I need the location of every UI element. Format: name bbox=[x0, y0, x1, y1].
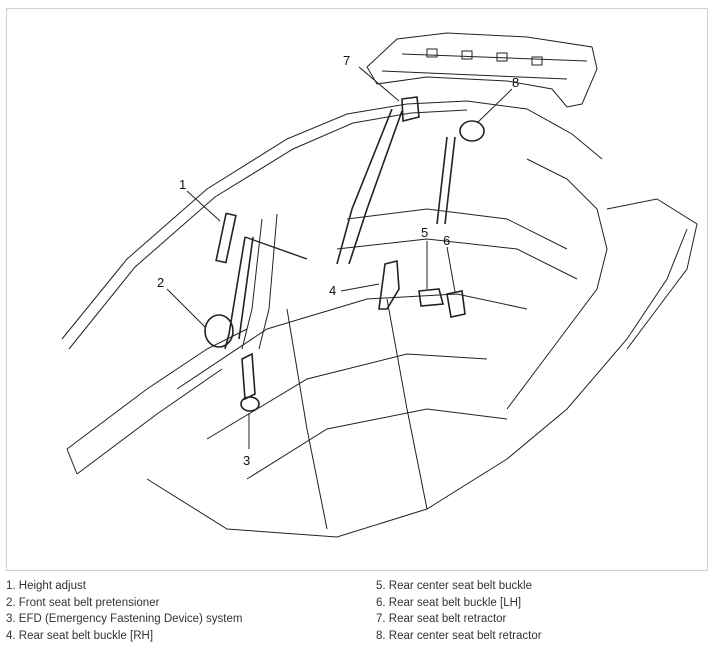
rear-buckle-lh-part bbox=[446, 290, 466, 318]
callout-7: 7 bbox=[343, 53, 350, 68]
vehicle-body-diagram: 1 2 3 4 5 6 7 8 bbox=[61, 32, 698, 538]
legend-item: 6. Rear seat belt buckle [LH] bbox=[376, 596, 522, 609]
rear-retractor-part bbox=[401, 96, 420, 123]
parts-legend: 1. Height adjust 2. Front seat belt pret… bbox=[6, 578, 706, 646]
callout-5: 5 bbox=[421, 225, 428, 240]
legend-item: 8. Rear center seat belt retractor bbox=[376, 629, 542, 642]
legend-item: 5. Rear center seat belt buckle bbox=[376, 580, 532, 592]
callout-6: 6 bbox=[443, 233, 450, 248]
callout-4: 4 bbox=[329, 283, 336, 298]
legend-item: 7. Rear seat belt retractor bbox=[376, 613, 507, 625]
callout-labels: 1 2 3 4 5 6 7 8 bbox=[157, 53, 519, 468]
rear-buckle-rh-part bbox=[378, 259, 400, 310]
floor-outline bbox=[146, 228, 688, 538]
rear-quarter bbox=[506, 158, 608, 410]
legend-item: 4. Rear seat belt buckle [RH] bbox=[6, 629, 154, 642]
callout-8: 8 bbox=[512, 75, 519, 90]
efd-part bbox=[241, 352, 256, 401]
legend-column-left: 1. Height adjust 2. Front seat belt pret… bbox=[6, 578, 242, 644]
legend-item: 1. Height adjust bbox=[6, 580, 86, 592]
diagram-frame: 1 2 3 4 5 6 7 8 bbox=[6, 8, 708, 571]
callout-2: 2 bbox=[157, 275, 164, 290]
legend-column-right: 5. Rear center seat belt buckle 6. Rear … bbox=[376, 578, 542, 644]
rear-center-buckle-part bbox=[418, 288, 445, 307]
roof-rail bbox=[61, 100, 603, 340]
callout-1: 1 bbox=[179, 177, 186, 192]
legend-item: 3. EFD (Emergency Fastening Device) syst… bbox=[6, 613, 243, 625]
legend-item: 2. Front seat belt pretensioner bbox=[6, 596, 160, 609]
rear-parcel-shelf bbox=[366, 32, 598, 108]
height-adjust-part bbox=[215, 212, 237, 264]
front-pretensioner-part bbox=[204, 314, 234, 348]
callout-3: 3 bbox=[243, 453, 250, 468]
rear-center-retractor-part bbox=[459, 120, 485, 142]
